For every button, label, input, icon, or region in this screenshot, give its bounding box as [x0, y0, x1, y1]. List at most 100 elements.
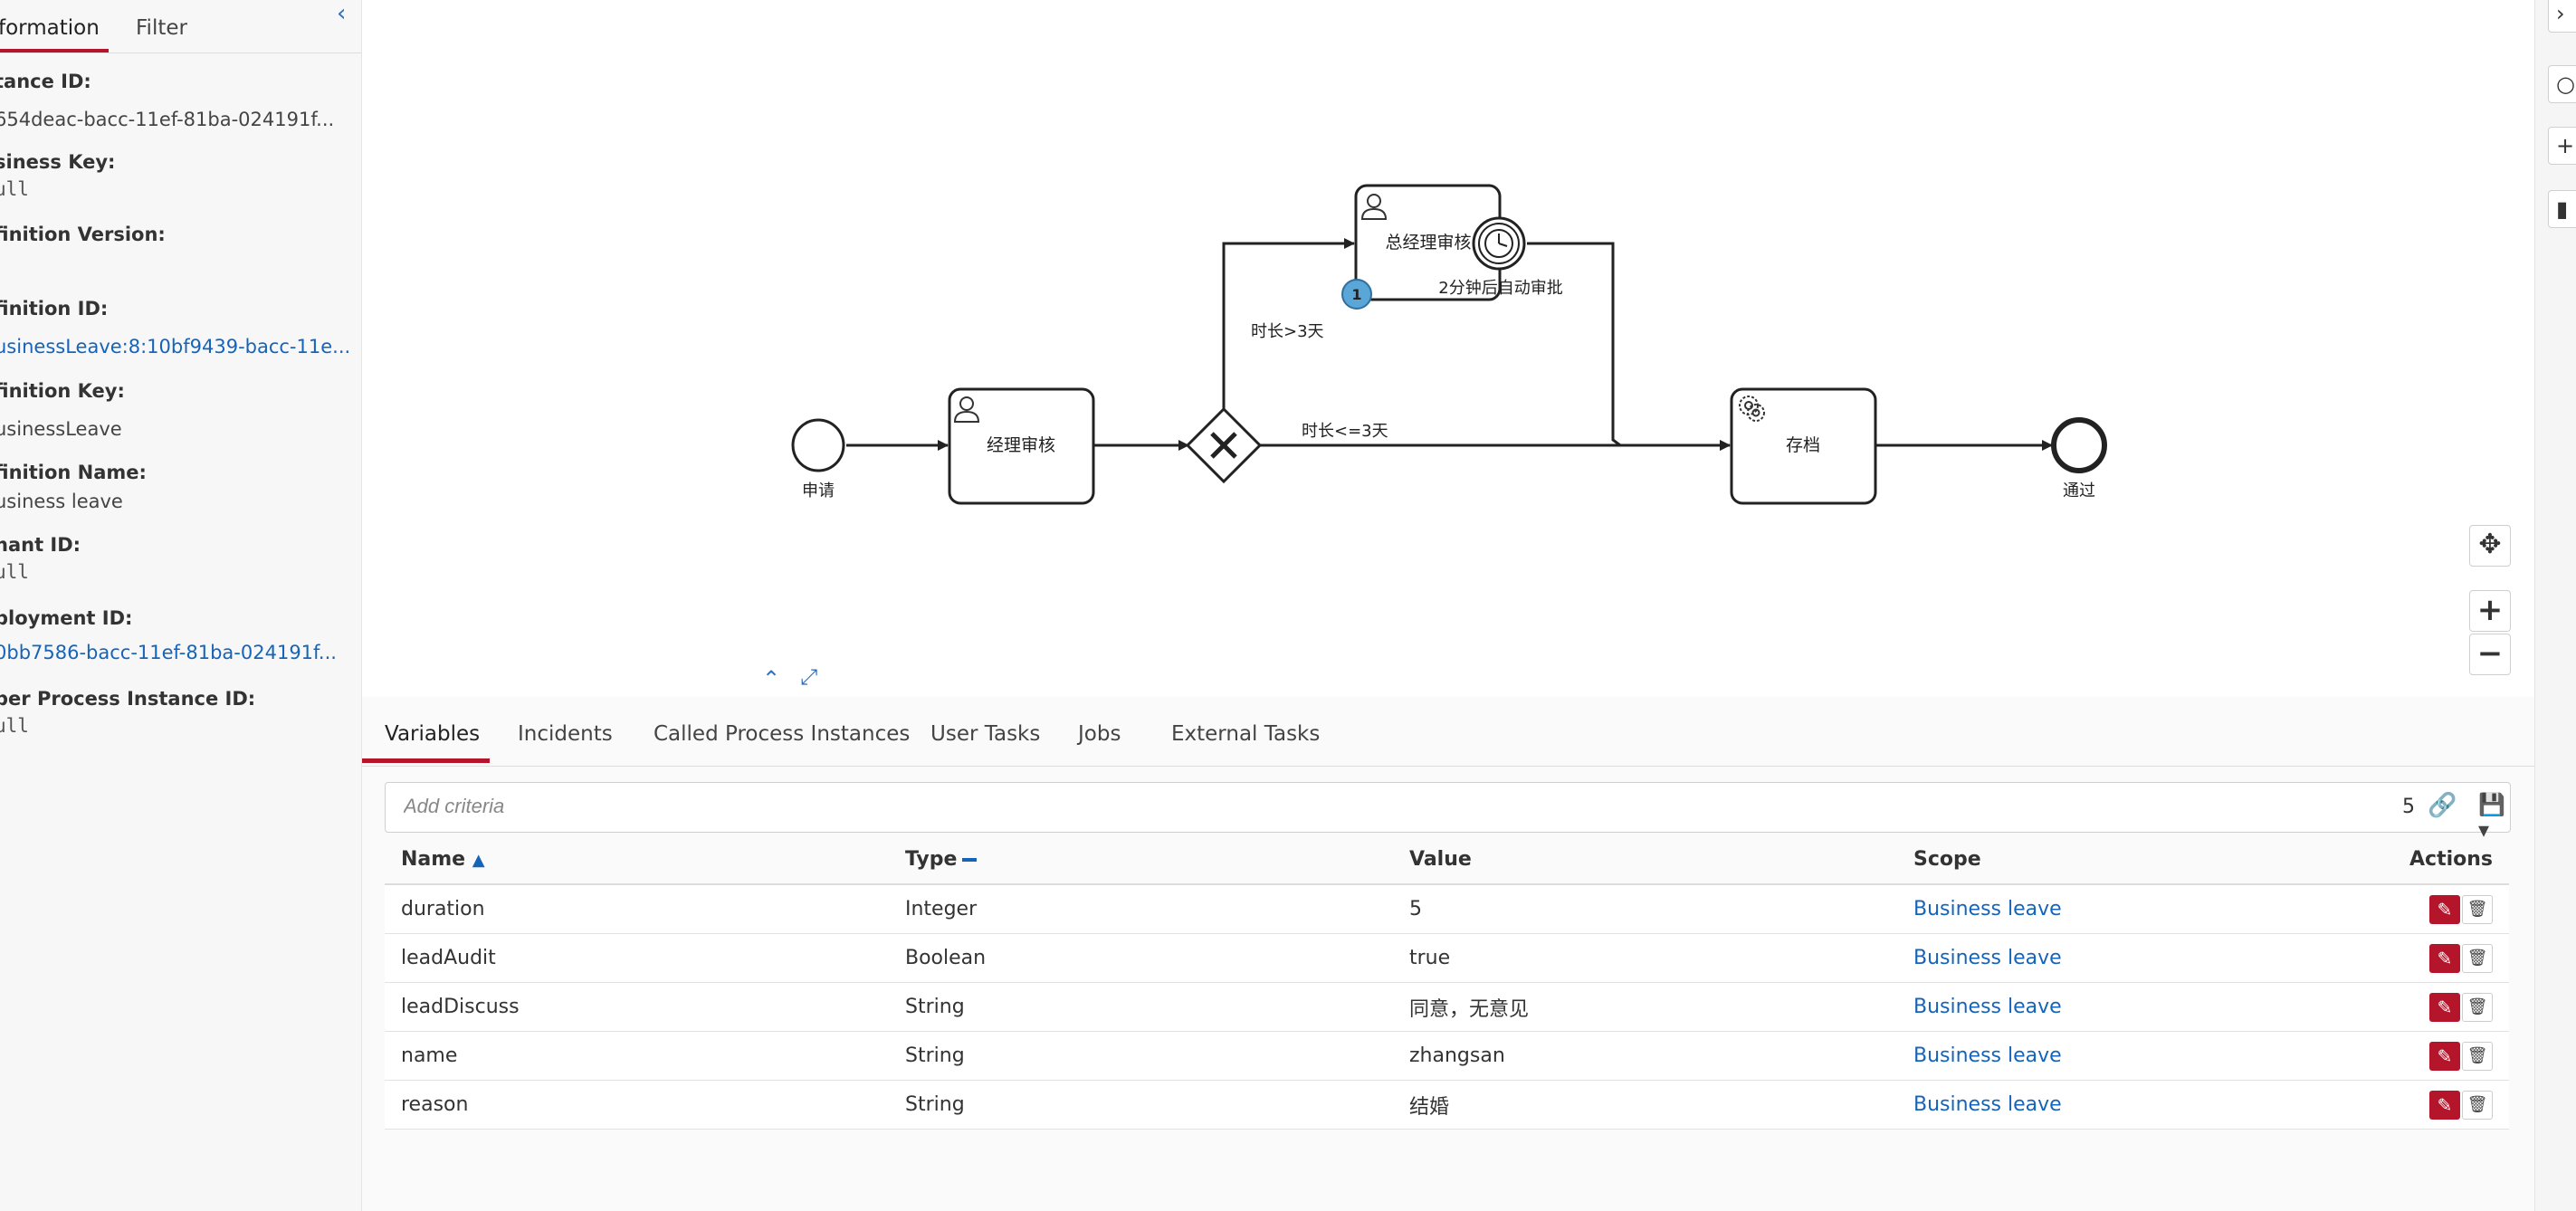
- task-manager-label: 经理审核: [987, 435, 1055, 455]
- variable-value: 结婚: [1393, 1080, 1897, 1130]
- variable-value: 同意，无意见: [1393, 982, 1897, 1032]
- flow-label-gt3: 时长>3天: [1251, 322, 1324, 341]
- bpmn-diagram-canvas[interactable]: 申请 经理审核 总经理审核 2分钟后自动审批: [362, 0, 2534, 697]
- timer-label: 2分钟后自动审批: [1438, 279, 1562, 298]
- timer-icon[interactable]: [1472, 216, 1526, 271]
- info-label: finition Key:: [0, 380, 125, 402]
- result-count: 5: [2402, 796, 2415, 818]
- tab-incidents[interactable]: Incidents: [518, 722, 613, 746]
- table-row: name String zhangsan Business leave ✎🗑: [385, 1031, 2509, 1081]
- right-tool-strip: [2534, 0, 2576, 1211]
- table-header-row: Name ▲ Type Value Scope Actions: [385, 834, 2509, 885]
- start-event[interactable]: [791, 418, 845, 472]
- instance-sidebar: formation Filter ‹ tance ID: 654deac-bac…: [0, 0, 362, 1211]
- variable-value: true: [1393, 933, 1897, 983]
- variable-scope-link[interactable]: Business leave: [1913, 1044, 2062, 1067]
- table-row: leadAudit Boolean true Business leave ✎🗑: [385, 933, 2509, 983]
- column-header-type[interactable]: Type: [889, 834, 1393, 885]
- toolbar-icon[interactable]: ›: [2548, 0, 2576, 33]
- pencil-icon[interactable]: ✎: [2429, 894, 2460, 924]
- user-task-icon: [1360, 194, 1388, 220]
- sort-ascending-icon[interactable]: ▲: [472, 850, 485, 870]
- pencil-icon[interactable]: ✎: [2429, 1090, 2460, 1120]
- sequence-flows: [846, 238, 2053, 451]
- info-label: tance ID:: [0, 71, 91, 92]
- variable-name: leadDiscuss: [385, 982, 889, 1032]
- table-row: reason String 结婚 Business leave ✎🗑: [385, 1080, 2509, 1130]
- trash-icon[interactable]: 🗑: [2462, 1041, 2493, 1071]
- tab-information[interactable]: formation: [0, 16, 100, 40]
- task-archive-label: 存档: [1786, 435, 1820, 455]
- bpmn-diagram: 申请 经理审核 总经理审核 2分钟后自动审批: [791, 184, 2107, 505]
- variable-type: Boolean: [889, 933, 1393, 983]
- info-value: ull: [0, 561, 29, 583]
- pencil-icon[interactable]: ✎: [2429, 943, 2460, 973]
- info-value: usiness leave: [0, 491, 123, 512]
- chevron-left-icon[interactable]: ‹: [337, 0, 347, 27]
- pencil-icon[interactable]: ✎: [2429, 1041, 2460, 1071]
- column-header-value: Value: [1393, 834, 1897, 885]
- trash-icon[interactable]: 🗑: [2462, 992, 2493, 1022]
- header-label: Type: [905, 847, 958, 871]
- active-tab-indicator: [0, 49, 109, 52]
- start-event-label: 申请: [802, 482, 835, 501]
- info-value: ull: [0, 178, 29, 200]
- plus-icon[interactable]: +: [2469, 590, 2511, 632]
- flow-gm-to-archive: [1527, 242, 1731, 451]
- minus-icon[interactable]: −: [2469, 634, 2511, 675]
- flow-gateway-to-gm[interactable]: [1222, 238, 1355, 409]
- add-icon[interactable]: +: [2548, 127, 2576, 165]
- link-icon[interactable]: 🔗: [2428, 792, 2457, 819]
- crosshair-icon[interactable]: ✥: [2469, 525, 2511, 567]
- variable-scope-link[interactable]: Business leave: [1913, 996, 2062, 1018]
- info-label: finition Name:: [0, 462, 147, 483]
- end-event-label: 通过: [2063, 482, 2095, 501]
- criteria-input[interactable]: [402, 794, 2035, 819]
- deployment-id-link[interactable]: 0bb7586-bacc-11ef-81ba-024191f...: [0, 642, 337, 663]
- task-archive[interactable]: [1730, 387, 1877, 505]
- instance-count-text: 1: [1351, 286, 1361, 303]
- info-label: finition ID:: [0, 298, 109, 319]
- variable-scope-link[interactable]: Business leave: [1913, 947, 2062, 969]
- pencil-icon[interactable]: ✎: [2429, 992, 2460, 1022]
- variable-name: leadAudit: [385, 933, 889, 983]
- trash-icon[interactable]: 🗑: [2462, 943, 2493, 973]
- variable-scope-link[interactable]: Business leave: [1913, 1093, 2062, 1116]
- sidebar-tabs: formation Filter ‹: [0, 0, 361, 53]
- tab-variables[interactable]: Variables: [385, 722, 481, 746]
- tab-external-tasks[interactable]: External Tasks: [1171, 722, 1321, 746]
- expand-icon[interactable]: ⤢: [800, 664, 818, 690]
- variable-type: Integer: [889, 884, 1393, 934]
- sort-neutral-icon[interactable]: [962, 857, 978, 862]
- trash-icon[interactable]: 🗑: [2462, 894, 2493, 924]
- variable-type: String: [889, 1031, 1393, 1081]
- task-manager-review[interactable]: [948, 387, 1095, 505]
- tab-called-process-instances[interactable]: Called Process Instances: [654, 722, 911, 746]
- end-event[interactable]: [2051, 417, 2107, 473]
- variable-name: name: [385, 1031, 889, 1081]
- variable-name: reason: [385, 1080, 889, 1130]
- pause-icon[interactable]: ▮: [2548, 190, 2576, 228]
- info-label: nant ID:: [0, 534, 81, 556]
- column-header-scope: Scope: [1897, 834, 2304, 885]
- definition-id-link[interactable]: usinessLeave:8:10bf9439-bacc-11e...: [0, 336, 351, 358]
- tab-user-tasks[interactable]: User Tasks: [930, 722, 1041, 746]
- variable-name: duration: [385, 884, 889, 934]
- flow-label-le3: 时长<=3天: [1302, 422, 1388, 441]
- criteria-search-bar: 5 🔗 💾▾: [385, 782, 2511, 843]
- column-header-name[interactable]: Name ▲: [385, 834, 889, 885]
- table-row: duration Integer 5 Business leave ✎🗑: [385, 884, 2509, 934]
- search-icon[interactable]: ○: [2548, 65, 2576, 103]
- variable-value: 5: [1393, 884, 1897, 934]
- tab-jobs[interactable]: Jobs: [1078, 722, 1121, 746]
- header-label: Name: [401, 847, 466, 871]
- trash-icon[interactable]: 🗑: [2462, 1090, 2493, 1120]
- instance-count-badge[interactable]: [1341, 279, 1372, 310]
- variable-scope-link[interactable]: Business leave: [1913, 898, 2062, 920]
- chevron-up-icon[interactable]: ⌃: [762, 666, 781, 691]
- info-value: usinessLeave: [0, 418, 122, 440]
- info-value: ull: [0, 715, 29, 737]
- tab-filter[interactable]: Filter: [136, 16, 187, 40]
- gear-icon: [1739, 396, 1765, 422]
- column-header-actions: Actions: [2304, 834, 2509, 885]
